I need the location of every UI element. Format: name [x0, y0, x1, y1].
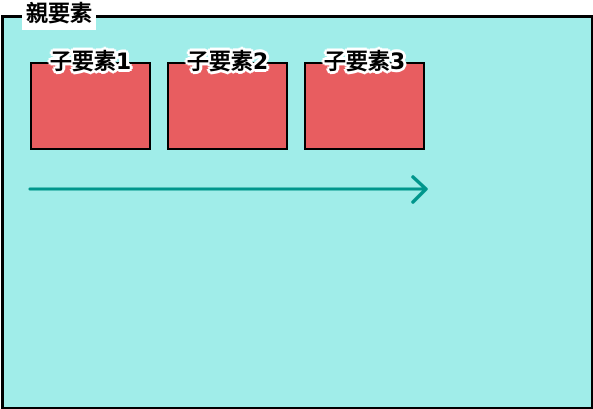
child-element-box-1: [30, 62, 151, 150]
parent-element-label: 親要素: [22, 0, 97, 30]
child-element-label-2: 子要素2: [186, 50, 269, 75]
child-element-label-3: 子要素3: [323, 50, 406, 75]
child-element-label-1: 子要素1: [49, 50, 132, 75]
child-element-box-3: [304, 62, 425, 150]
child-element-box-2: [167, 62, 288, 150]
